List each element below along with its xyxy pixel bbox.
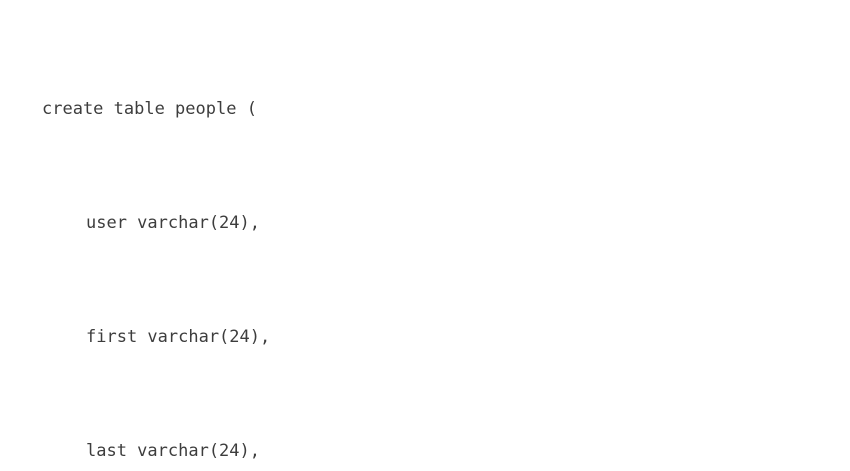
code-line: user varchar(24), (86, 213, 260, 233)
code-line: create table people ( (42, 99, 257, 119)
code-line: last varchar(24), (86, 441, 260, 461)
code-line: first varchar(24), (86, 327, 271, 347)
